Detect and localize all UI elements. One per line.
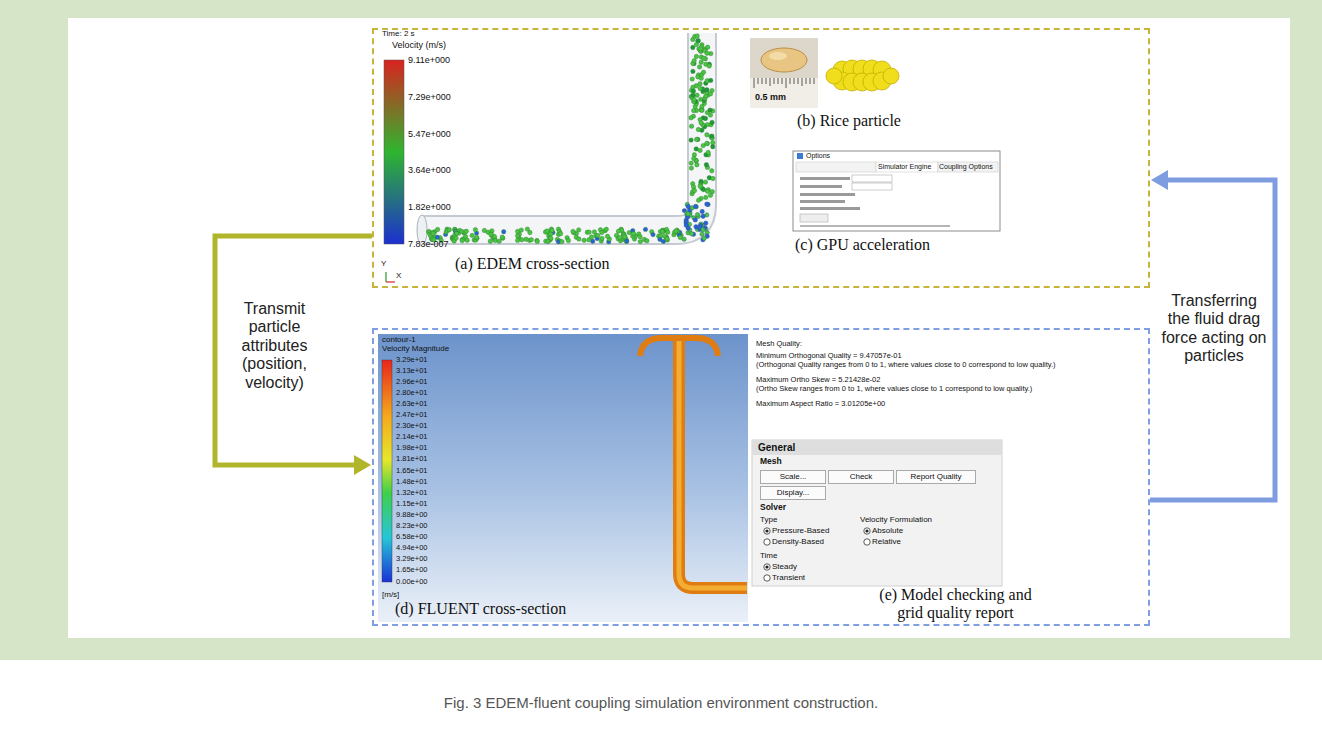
tab-label: Simulator Engine bbox=[878, 163, 931, 171]
dialog-button: Report Quality bbox=[896, 470, 976, 484]
radio-label: Pressure-Based bbox=[772, 526, 829, 535]
colorbar-value: 9.11e+000 bbox=[408, 55, 450, 65]
time-stamp: Time: 2 s bbox=[382, 29, 415, 38]
colorbar-title: Velocity (m/s) bbox=[392, 40, 446, 50]
colorbar-value: 2.47e+01 bbox=[396, 411, 428, 420]
colorbar-value: 7.29e+000 bbox=[408, 92, 451, 102]
page-ground bbox=[0, 0, 1322, 660]
colorbar-value: 2.63e+01 bbox=[396, 400, 428, 409]
axis-label: X bbox=[396, 271, 401, 280]
colorbar-value: 9.88e+00 bbox=[396, 511, 428, 520]
edem-group-frame: (a) EDEM cross-section (b) Rice particle (… bbox=[372, 28, 1150, 288]
report-line: (Ortho Skew ranges from 0 to 1, where va… bbox=[756, 385, 1032, 394]
panel-caption: (c) GPU acceleration bbox=[795, 236, 930, 254]
report-line: Mesh Quality: bbox=[756, 340, 802, 349]
report-line: Minimum Orthogonal Quality = 9.47057e-01 bbox=[756, 352, 902, 361]
button-text: Check bbox=[850, 472, 873, 481]
report-line: Maximum Aspect Ratio = 3.01205e+00 bbox=[756, 400, 885, 409]
colorbar-value: 2.30e+01 bbox=[396, 422, 428, 431]
radio-label: Absolute bbox=[872, 526, 903, 535]
figure-card bbox=[68, 18, 1290, 638]
fluent-group-frame: (d) FLUENT cross-section (e) Model checki… bbox=[372, 328, 1150, 626]
fluent-screenshot bbox=[378, 334, 748, 622]
colorbar-value: 3.29e+00 bbox=[396, 555, 428, 564]
dialog-button: Check bbox=[828, 470, 894, 484]
panel-caption: (b) Rice particle bbox=[797, 112, 901, 130]
colorbar-value: 6.58e+00 bbox=[396, 533, 428, 542]
radio-label: Steady bbox=[772, 562, 797, 571]
section-header: General bbox=[758, 442, 795, 454]
field-label: Time bbox=[760, 551, 777, 560]
colorbar-value: 7.83e-007 bbox=[408, 239, 449, 249]
panel-caption: (d) FLUENT cross-section bbox=[395, 600, 566, 618]
colorbar-title: Velocity Magnitude bbox=[382, 344, 449, 353]
colorbar-value: 3.29e+01 bbox=[396, 356, 428, 365]
colorbar-value: 1.32e+01 bbox=[396, 489, 428, 498]
particles bbox=[427, 34, 716, 244]
particle-model bbox=[826, 60, 899, 91]
colorbar-value: 2.14e+01 bbox=[396, 433, 428, 442]
button-text: Scale... bbox=[780, 472, 807, 481]
colorbar-value: 4.94e+00 bbox=[396, 544, 428, 553]
colorbar-value: 5.47e+000 bbox=[408, 129, 451, 139]
group-header: Mesh bbox=[760, 457, 782, 467]
button-text: Display... bbox=[777, 488, 809, 497]
rice-panel: (b) Rice particle bbox=[748, 36, 945, 132]
dialog-button: Display... bbox=[760, 486, 826, 500]
edge-label: Transmit particle attributes (position, … bbox=[222, 300, 327, 392]
gpu-dialog bbox=[793, 151, 1000, 231]
colorbar-value: 1.48e+01 bbox=[396, 478, 428, 487]
dialog-button: Scale... bbox=[760, 470, 826, 484]
radio-label: Transient bbox=[772, 573, 805, 582]
field-label: Velocity Formulation bbox=[860, 515, 932, 524]
colorbar-value: 1.82e+000 bbox=[408, 202, 451, 212]
radio-label: Density-Based bbox=[772, 537, 824, 546]
colorbar-value: 1.15e+01 bbox=[396, 500, 428, 509]
figure-caption: Fig. 3 EDEM-fluent coupling simulation e… bbox=[0, 694, 1322, 711]
report-line: (Orthogonal Quality ranges from 0 to 1, … bbox=[756, 361, 1056, 370]
panel-caption: (e) Model checking and grid quality repo… bbox=[878, 586, 1033, 621]
connector-arrow bbox=[215, 236, 372, 475]
window-title: Options bbox=[806, 152, 830, 160]
scale-label: 0.5 mm bbox=[755, 92, 786, 102]
rice-photo bbox=[750, 38, 818, 108]
field-label: Type bbox=[760, 515, 777, 524]
tab-label: Coupling Options bbox=[939, 163, 993, 171]
fluent-dialog bbox=[752, 440, 1002, 586]
report-line: Maximum Ortho Skew = 5.21428e-02 bbox=[756, 376, 880, 385]
colorbar-value: 3.13e+01 bbox=[396, 367, 428, 376]
group-header: Solver bbox=[760, 503, 786, 513]
edge-label: Transferring the fluid drag force acting… bbox=[1158, 292, 1270, 366]
colorbar-value: 1.98e+01 bbox=[396, 444, 428, 453]
colorbar-value: 2.96e+01 bbox=[396, 378, 428, 387]
fluent-panel: (d) FLUENT cross-section bbox=[378, 334, 748, 622]
colorbar-value: 1.81e+01 bbox=[396, 455, 428, 464]
connector-arrow bbox=[1150, 170, 1275, 500]
radio-label: Relative bbox=[872, 537, 901, 546]
colorbar-value: 3.64e+000 bbox=[408, 165, 451, 175]
colorbar-value: 2.80e+01 bbox=[396, 389, 428, 398]
axis-label: Y bbox=[381, 259, 386, 268]
contour-name: contour-1 bbox=[382, 335, 416, 344]
colorbar-value: 1.65e+00 bbox=[396, 566, 428, 575]
panel-caption: (a) EDEM cross-section bbox=[455, 255, 610, 273]
edem-screenshot bbox=[384, 33, 702, 282]
colorbar-value: 1.65e+01 bbox=[396, 467, 428, 476]
unit-label: [m/s] bbox=[382, 590, 399, 599]
colorbar-value: 0.00e+00 bbox=[396, 578, 428, 587]
colorbar-value: 8.23e+00 bbox=[396, 522, 428, 531]
button-text: Report Quality bbox=[910, 472, 961, 481]
